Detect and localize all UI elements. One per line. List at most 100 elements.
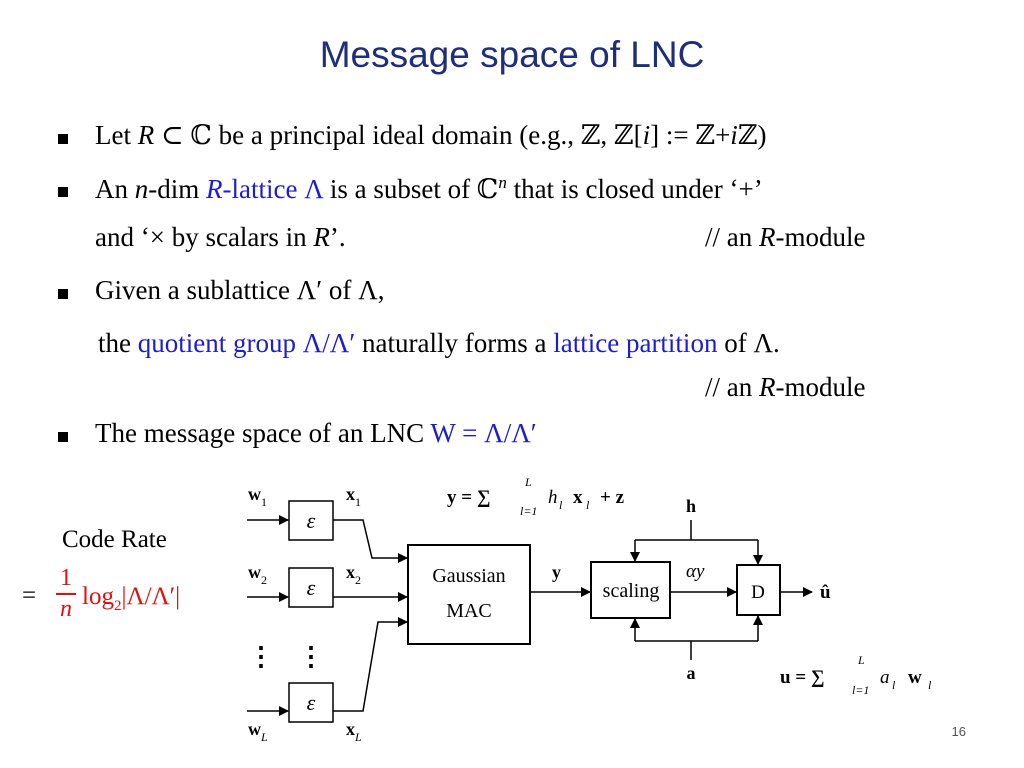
lattice-partition-term: lattice partition <box>553 328 718 358</box>
code-rate-label: Code Rate <box>62 526 167 553</box>
x2-label: x2 <box>346 562 361 587</box>
bullet-3-line2-a: the <box>98 328 138 358</box>
eq-u-wl: l <box>928 678 932 692</box>
bullet-2: An n-dim R-lattice Λ is a subset of ℂn t… <box>95 173 763 205</box>
eq-y-x: x <box>573 487 583 508</box>
xL-arrow <box>333 617 408 712</box>
scaling-box <box>590 561 671 619</box>
bullet-2-line2-b: ’. <box>329 222 346 252</box>
decoder-label: D <box>751 582 765 603</box>
eq-u-sup: L <box>857 653 865 667</box>
code-rate-log: log2|Λ/Λ′| <box>82 583 180 615</box>
comment-b: -module <box>775 222 866 252</box>
eq-y-z: + z <box>600 487 625 508</box>
bullet-1-text-b: ⊂ ℂ be a principal ideal domain (e.g., ℤ… <box>154 120 643 150</box>
mac-label-1: Gaussian <box>432 565 505 587</box>
bullet-3-comment: // an R-module <box>705 372 865 403</box>
comment-b: -module <box>775 372 866 402</box>
eq-u-al: l <box>892 678 896 692</box>
quotient-group-term: quotient group Λ/Λ′ <box>137 328 356 358</box>
gaussian-mac-box <box>407 544 531 645</box>
bullet-2-line-2: and ‘× by scalars in R’. <box>95 222 346 253</box>
eq-y-sup: L <box>524 475 532 489</box>
x1-label: x1 <box>346 484 361 509</box>
bullet-2-sup-n: n <box>498 173 507 192</box>
bullet-1-r: R <box>137 120 155 150</box>
slide-title: Message space of LNC <box>319 34 705 75</box>
bullet-1-i2: i <box>730 120 738 150</box>
wL-label: wL <box>248 719 268 744</box>
fraction-bar <box>56 593 76 595</box>
bullet-1-text-c: ] := ℤ+ <box>650 120 731 150</box>
bullet-marker <box>58 432 68 442</box>
bullet-3-line-2: the quotient group Λ/Λ′ naturally forms … <box>98 328 780 359</box>
page-number: 16 <box>951 724 966 739</box>
bullet-marker <box>58 187 68 197</box>
bullet-2-line2-r: R <box>313 222 330 252</box>
bullet-marker <box>58 289 68 299</box>
scaling-label: scaling <box>603 580 660 602</box>
fraction-numerator: 1 <box>60 565 72 591</box>
bullet-1: Let R ⊂ ℂ be a principal ideal domain (e… <box>95 120 767 151</box>
eq-y-h: h <box>548 487 558 508</box>
alpha-y-label: αy <box>686 561 705 582</box>
w2-label: w2 <box>248 562 267 587</box>
encoder-L-label: ε <box>307 690 316 715</box>
u-hat-label: û <box>820 582 831 603</box>
eq-u-lhs: u = ∑ <box>780 667 824 688</box>
eq-u-w: w <box>908 667 922 688</box>
eq-y-lhs: y = ∑ <box>447 487 490 508</box>
w1-label: w1 <box>248 484 267 509</box>
h-label: h <box>686 496 696 516</box>
bullet-3-line2-c: of Λ. <box>717 328 780 358</box>
u-equation: u = ∑ L l=1 a l w l <box>780 653 932 697</box>
comment-r: R <box>759 222 776 252</box>
xL-label: xL <box>346 719 362 744</box>
encoder-L-box <box>288 682 334 723</box>
encoder-1-label: ε <box>307 508 316 533</box>
bullet-2-n: n <box>134 174 149 204</box>
mac-label-2: MAC <box>446 600 492 622</box>
comment-a: // an <box>705 222 759 252</box>
bullet-marker <box>58 134 68 144</box>
x1-arrow <box>333 519 408 563</box>
eq-u-a: a <box>880 667 890 688</box>
message-space-formula: W = Λ/Λ′ <box>430 418 537 448</box>
bullet-2-comment: // an R-module <box>705 222 865 253</box>
ellipsis-dots: ⋮ <box>298 642 324 671</box>
y-label: y <box>552 562 561 582</box>
bullet-2-line2-a: and ‘× by scalars in <box>95 222 314 252</box>
encoder-2-label: ε <box>307 575 316 600</box>
encoder-2-box <box>288 567 334 608</box>
bullet-4-text: The message space of an LNC <box>95 418 431 448</box>
a-label: a <box>687 663 696 683</box>
bullet-2-blue-r: R <box>206 174 223 204</box>
code-rate-equals: = <box>22 582 37 609</box>
eq-y-sub: l=1 <box>520 504 537 518</box>
log-argument: |Λ/Λ′| <box>121 583 181 610</box>
bullet-4: The message space of an LNC W = Λ/Λ′ <box>95 418 537 449</box>
bullet-2-text-d: that is closed under ‘+’ <box>506 174 763 204</box>
bullet-2-text-a: An <box>95 174 135 204</box>
decoder-box <box>736 564 781 616</box>
comment-a: // an <box>705 372 759 402</box>
bullet-3: Given a sublattice Λ′ of Λ, <box>95 275 385 306</box>
log-base: 2 <box>113 598 122 614</box>
eq-y-xl: l <box>586 498 590 512</box>
encoder-1-box <box>288 500 334 541</box>
comment-r: R <box>759 372 776 402</box>
bullet-2-blue-text: -lattice Λ <box>222 174 324 204</box>
log-text: log <box>82 583 114 610</box>
eq-u-sub: l=1 <box>852 683 869 697</box>
code-rate-fraction: 1 n <box>56 565 76 623</box>
eq-y-hl: l <box>559 498 563 512</box>
bullet-1-i1: i <box>642 120 651 150</box>
y-equation: y = ∑ L l=1 h l x l + z <box>447 475 625 518</box>
bullet-2-text-b: -dim <box>148 174 206 204</box>
bullet-3-line2-b: naturally forms a <box>355 328 554 358</box>
bullet-1-text-d: ℤ) <box>737 120 767 150</box>
bullet-3-text: Given a sublattice Λ′ of Λ, <box>95 275 385 305</box>
bullet-2-text-c: is a subset of ℂ <box>323 174 499 204</box>
ellipsis-dots: ⋮ <box>248 642 274 671</box>
